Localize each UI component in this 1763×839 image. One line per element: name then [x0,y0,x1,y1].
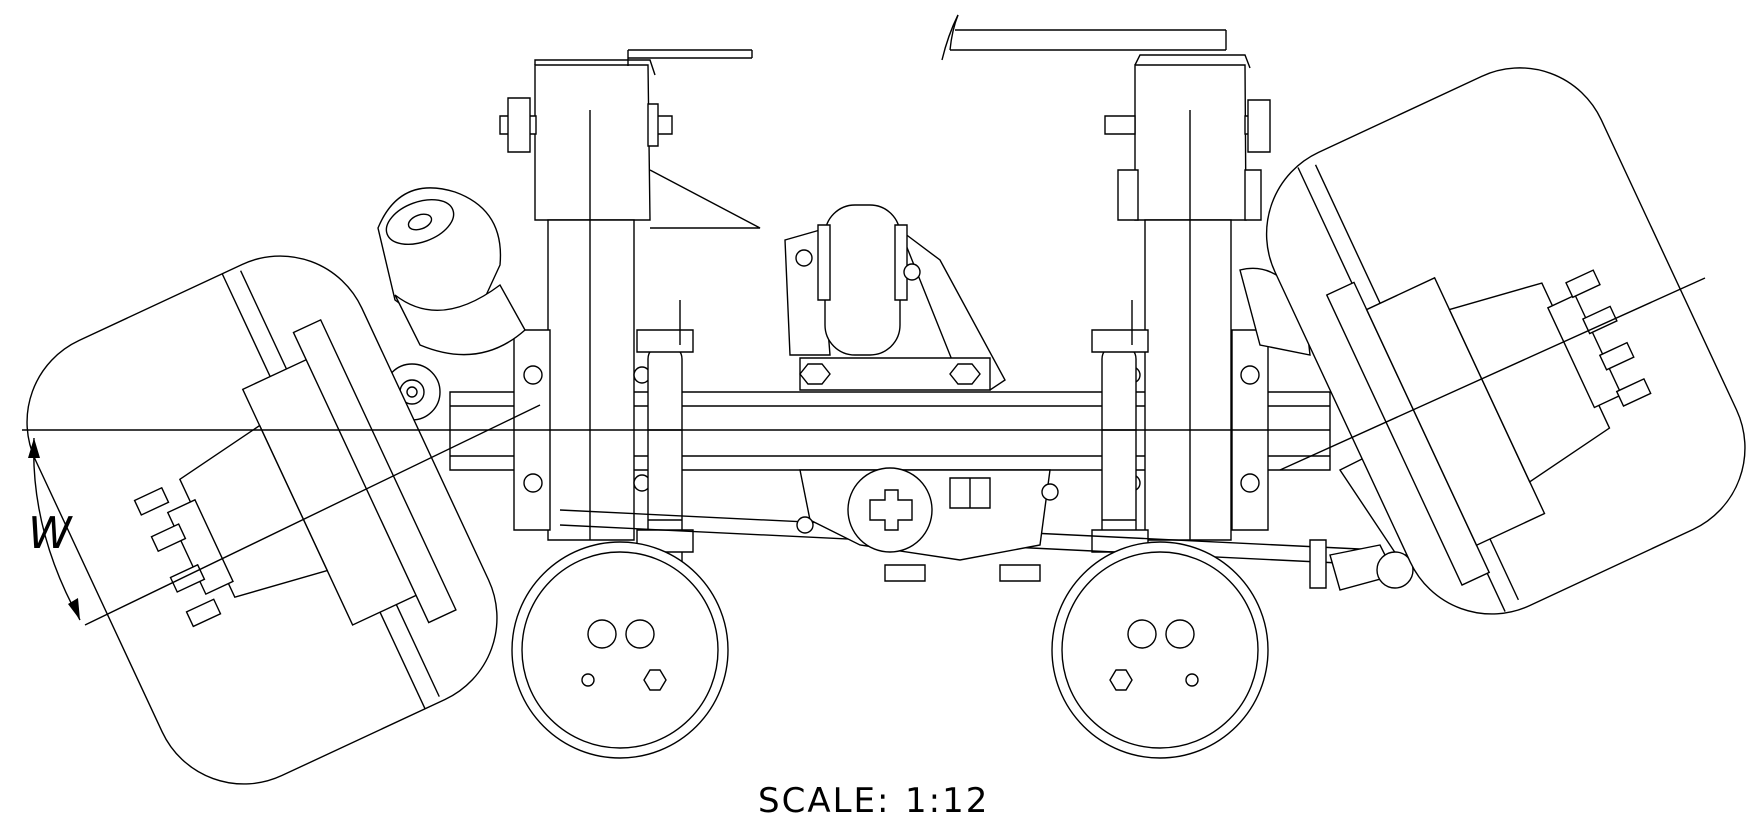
left-hub [99,320,456,714]
centerlines [22,278,1705,625]
left-brake-chamber [378,188,525,420]
chassis-rail [942,15,1226,60]
lower-linkage [560,468,1395,590]
dimension-label: W [28,508,73,559]
scale-label: SCALE: [758,781,890,821]
right-lower-wheel [1052,542,1268,758]
dimension-w-arc [28,438,80,620]
left-lower-wheel [512,542,728,758]
right-hanger-bracket [1105,55,1270,470]
shock-absorbers [637,300,1148,610]
center-air-spring [785,205,1005,390]
scale-value: 1:12 [905,781,989,821]
right-hub [1327,189,1691,586]
